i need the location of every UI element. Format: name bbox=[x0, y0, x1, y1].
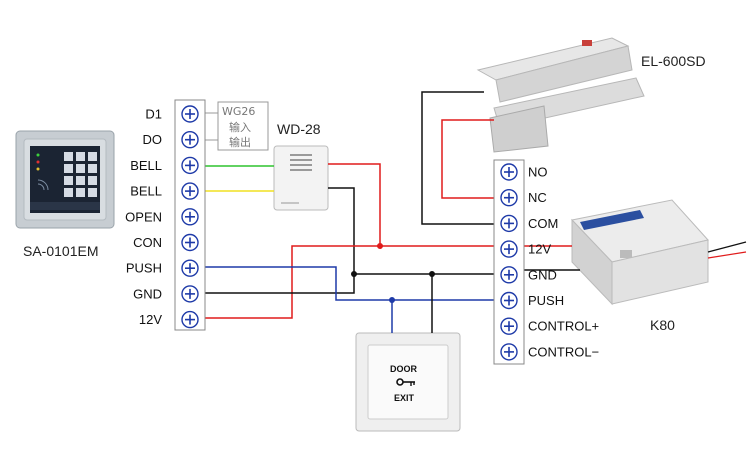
key-icon bbox=[396, 378, 415, 386]
wiegand-input-label: 输入 bbox=[229, 120, 251, 134]
left-terminal-1-plus-circle-icon bbox=[181, 105, 199, 123]
wire-12v-red bbox=[198, 245, 380, 319]
left-terminal-label-6: CON bbox=[133, 235, 162, 250]
left-terminal-label-2: DO bbox=[143, 132, 163, 147]
right-terminal-label-7: CONTROL+ bbox=[528, 319, 599, 334]
exit-button-exit-text: EXIT bbox=[394, 393, 415, 403]
keypad-label: SA-0101EM bbox=[23, 243, 98, 259]
wire-junctions bbox=[351, 243, 435, 303]
left-terminal-label-8: GND bbox=[133, 286, 162, 301]
left-terminal-5-plus-circle-icon bbox=[181, 208, 199, 226]
wire-lock-black bbox=[421, 91, 495, 225]
left-terminal-label-1: D1 bbox=[145, 107, 162, 122]
wiegand-output-label: 输出 bbox=[229, 135, 251, 149]
wire-push-blue bbox=[198, 266, 495, 301]
right-terminal-4-plus-circle-icon bbox=[500, 240, 518, 258]
power-supply-device bbox=[571, 199, 747, 306]
left-terminal-2-plus-circle-icon bbox=[181, 130, 199, 149]
right-terminal-7-plus-circle-icon bbox=[500, 317, 518, 335]
doorbell-label: WD-28 bbox=[277, 121, 321, 137]
exit-button-device: DOOR EXIT bbox=[355, 332, 461, 432]
left-terminal-label-7: PUSH bbox=[126, 261, 162, 276]
left-terminal-label-5: OPEN bbox=[125, 209, 162, 224]
power-supply-label: K80 bbox=[650, 317, 675, 333]
lock-device bbox=[476, 37, 645, 153]
right-terminal-label-8: CONTROL− bbox=[528, 344, 599, 359]
right-terminal-strip: NO NC COM 12V GND PUSH CONTROL+ CONTROL− bbox=[493, 159, 599, 365]
exit-button-door-text: DOOR bbox=[390, 364, 418, 374]
right-terminal-6-plus-circle-icon bbox=[500, 291, 518, 310]
left-terminal-9-plus-circle-icon bbox=[181, 310, 199, 329]
right-terminal-label-2: NC bbox=[528, 190, 547, 205]
keypad-device bbox=[15, 130, 115, 229]
wiegand-box: WG26 输入 输出 bbox=[205, 101, 269, 151]
left-terminal-8-plus-circle-icon bbox=[181, 285, 199, 303]
right-terminal-label-5: GND bbox=[528, 267, 557, 282]
wire-doorbell-red bbox=[328, 163, 495, 247]
left-terminal-6-plus-circle-icon bbox=[181, 233, 199, 252]
left-terminal-label-4: BELL bbox=[130, 184, 162, 199]
wire-doorbell-black bbox=[328, 187, 495, 275]
left-terminal-3-plus-circle-icon bbox=[181, 156, 199, 175]
wires bbox=[198, 91, 580, 333]
right-terminal-2-plus-circle-icon bbox=[500, 188, 518, 207]
wire-lock-red bbox=[441, 119, 495, 199]
right-terminal-1-plus-circle-icon bbox=[500, 163, 518, 181]
left-terminal-7-plus-circle-icon bbox=[181, 259, 199, 277]
doorbell-device bbox=[273, 145, 329, 211]
right-terminal-label-3: COM bbox=[528, 216, 558, 231]
right-terminal-8-plus-circle-icon bbox=[500, 343, 518, 361]
left-terminal-4-plus-circle-icon bbox=[181, 182, 199, 200]
right-terminal-label-6: PUSH bbox=[528, 293, 564, 308]
left-terminal-label-3: BELL bbox=[130, 158, 162, 173]
lock-label: EL-600SD bbox=[641, 53, 706, 69]
wire-gnd-black bbox=[198, 274, 355, 294]
right-terminal-3-plus-circle-icon bbox=[500, 214, 518, 233]
right-terminal-5-plus-circle-icon bbox=[500, 266, 518, 284]
right-terminal-label-1: NO bbox=[528, 165, 548, 180]
left-terminal-label-9: 12V bbox=[139, 312, 162, 327]
right-terminal-label-4: 12V bbox=[528, 242, 551, 257]
wiegand-title: WG26 bbox=[222, 105, 255, 118]
